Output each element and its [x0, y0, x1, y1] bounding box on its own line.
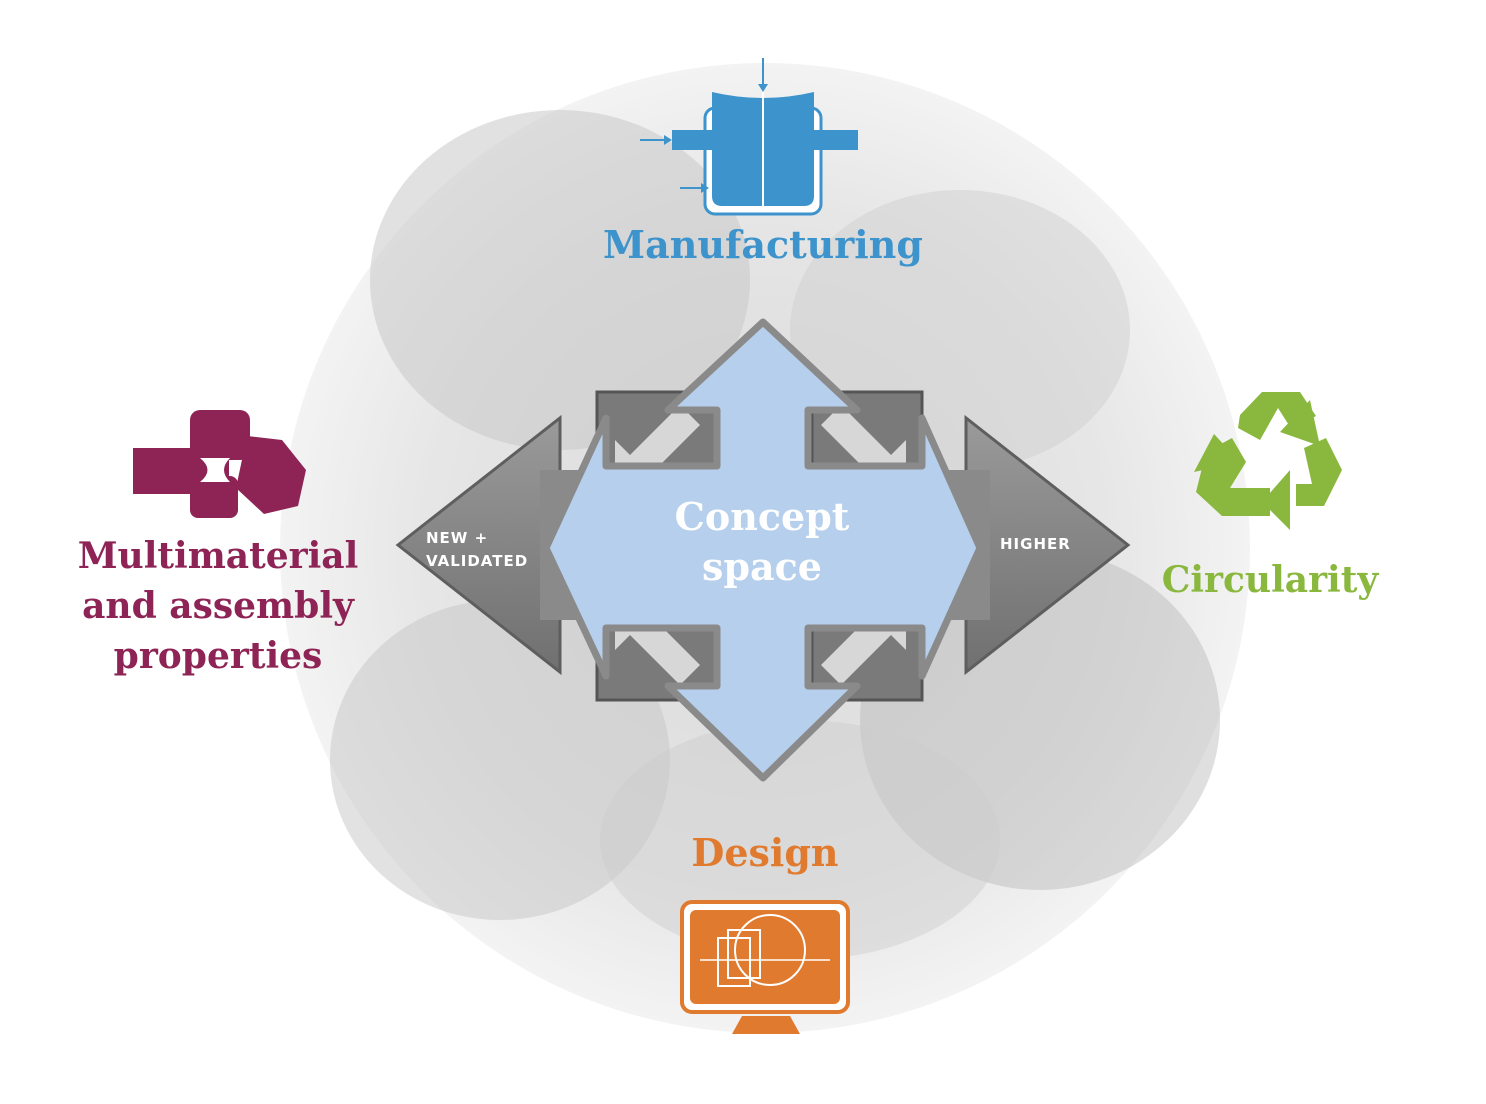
design-label: Design: [691, 830, 838, 875]
monitor-cad-icon: [680, 900, 850, 1034]
recycle-icon: [1194, 392, 1342, 530]
press-mold-icon: [640, 58, 858, 216]
concept-space-label-line2: space: [702, 544, 822, 589]
left-arrow-label-line1: NEW +: [426, 529, 488, 547]
manufacturing-label: Manufacturing: [603, 222, 923, 267]
multimaterial-label-line3: properties: [114, 635, 323, 677]
concept-space-label-line1: Concept: [675, 494, 850, 539]
left-arrow-label: NEW + VALIDATED: [426, 529, 528, 570]
material-blocks-icon: [133, 410, 306, 518]
circularity-label: Circularity: [1162, 559, 1380, 601]
concept-space-label: Concept space: [675, 494, 850, 589]
multimaterial-label-line1: Multimaterial: [78, 535, 359, 577]
right-arrow-label: HIGHER: [1000, 535, 1071, 553]
concept-space-cross-arrow: [542, 318, 984, 782]
left-arrow-label-line2: VALIDATED: [426, 552, 528, 570]
multimaterial-label-line2: and assembly: [82, 585, 355, 627]
multimaterial-label: Multimaterial and assembly properties: [78, 535, 359, 677]
